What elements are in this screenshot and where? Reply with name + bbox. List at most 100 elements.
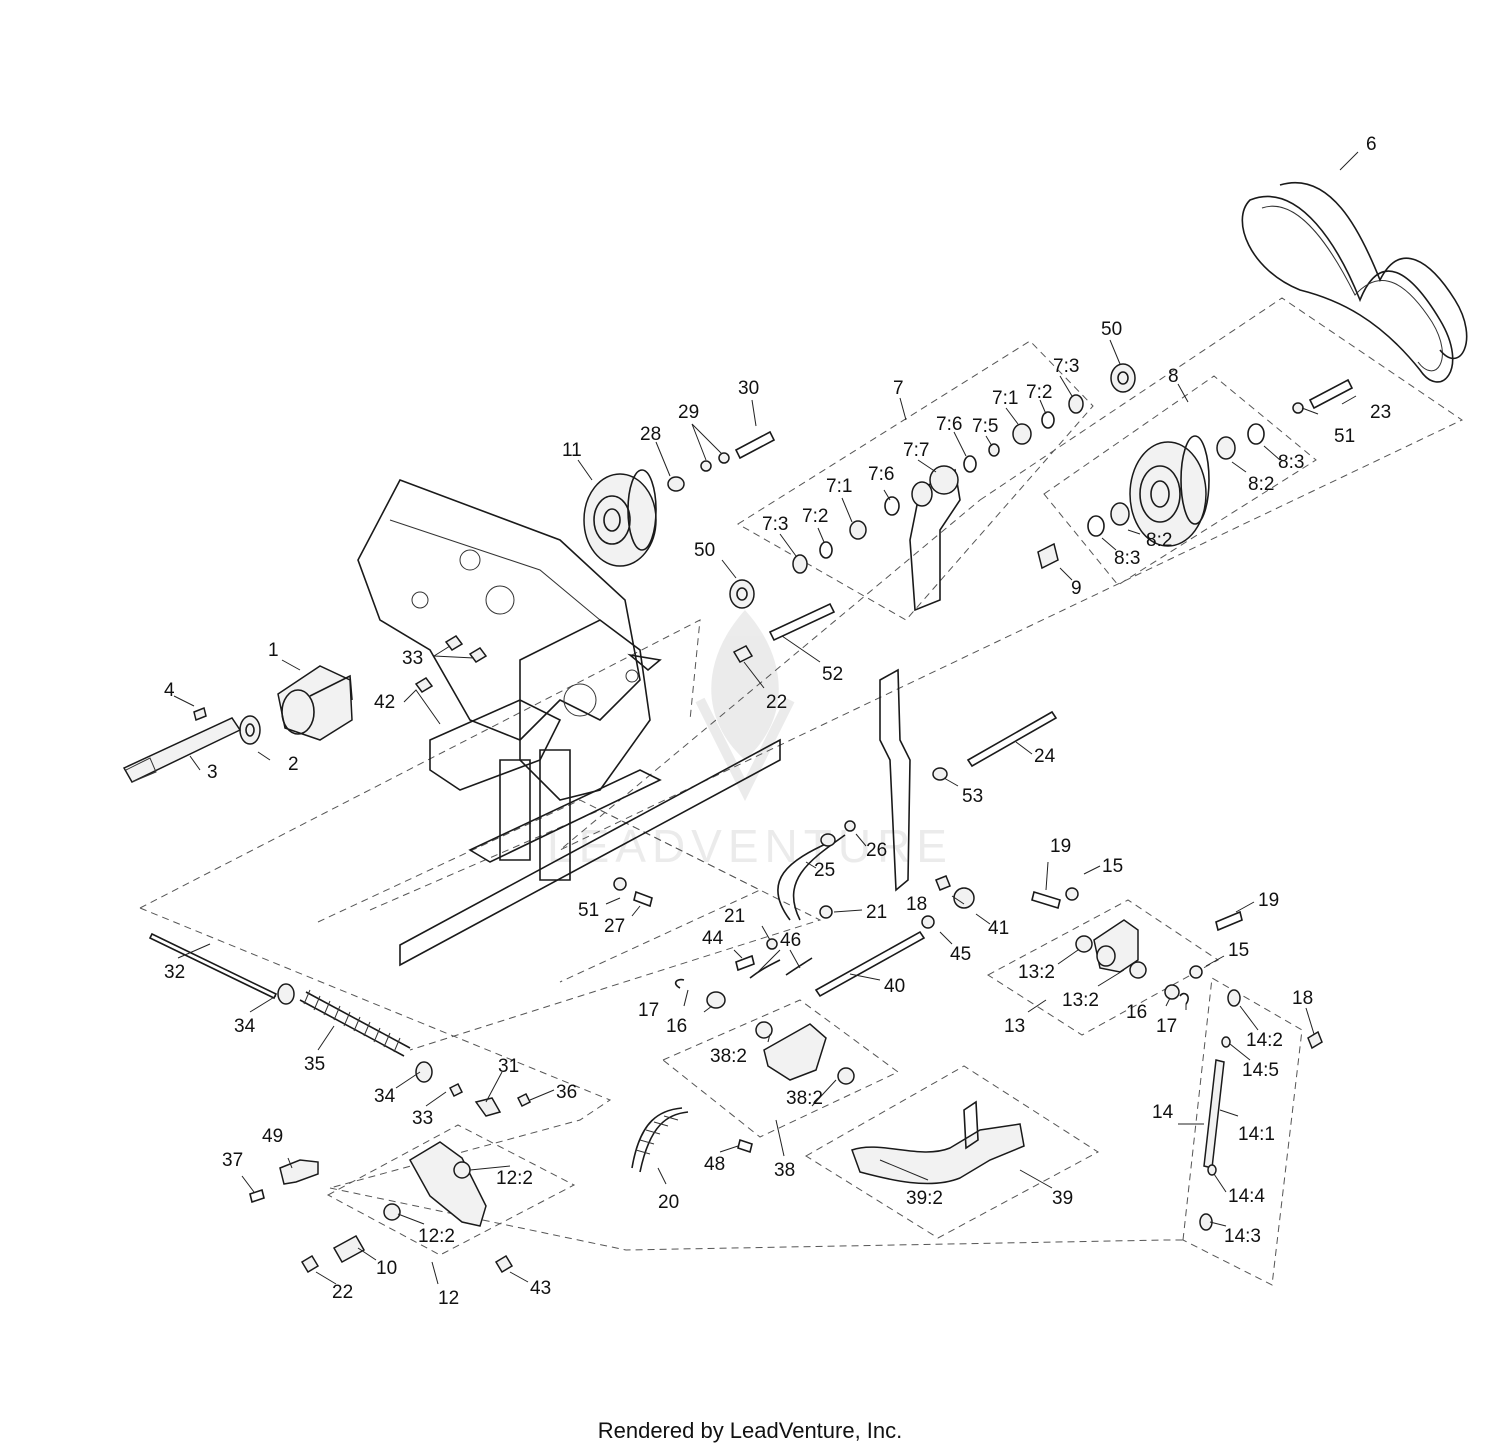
- callout-label[interactable]: 7:1: [826, 476, 852, 497]
- callout-label[interactable]: 33: [412, 1108, 433, 1129]
- callout-label[interactable]: 22: [766, 692, 787, 713]
- callout-label[interactable]: 12: [438, 1288, 459, 1309]
- callout-label[interactable]: 13: [1004, 1016, 1025, 1037]
- callout-label[interactable]: 8:2: [1146, 530, 1172, 551]
- pedal-39: [851, 1123, 1025, 1185]
- callout-label[interactable]: 18: [1292, 988, 1313, 1009]
- callout-label[interactable]: 18: [906, 894, 927, 915]
- callout-label[interactable]: 41: [988, 918, 1009, 939]
- bracket-12: [408, 1141, 487, 1227]
- callout-label[interactable]: 27: [604, 916, 625, 937]
- callout-label[interactable]: 8: [1168, 366, 1179, 387]
- callout-label[interactable]: 7: [893, 378, 904, 399]
- callout-label[interactable]: 7:2: [802, 506, 828, 527]
- callout-label[interactable]: 48: [704, 1154, 725, 1175]
- drive-belt: [1241, 182, 1468, 383]
- callout-label[interactable]: 16: [666, 1016, 687, 1037]
- callout-label[interactable]: 7:6: [936, 414, 962, 435]
- callout-label[interactable]: 9: [1071, 578, 1082, 599]
- callout-label[interactable]: 39:2: [906, 1188, 943, 1209]
- callout-label[interactable]: 7:6: [868, 464, 894, 485]
- callout-label[interactable]: 34: [234, 1016, 256, 1037]
- callout-label[interactable]: 50: [694, 540, 715, 561]
- callout-label[interactable]: 51: [1334, 426, 1355, 447]
- callout-label[interactable]: 44: [702, 928, 724, 949]
- callout-label[interactable]: 30: [738, 378, 759, 399]
- callout-label[interactable]: 12:2: [496, 1168, 533, 1189]
- callout-label[interactable]: 29: [678, 402, 699, 423]
- callout-label[interactable]: 3: [207, 762, 218, 783]
- frame-group-38: [662, 999, 899, 1138]
- callout-label[interactable]: 33: [402, 648, 423, 669]
- callout-label[interactable]: 20: [658, 1192, 679, 1213]
- callout-label[interactable]: 14:2: [1246, 1030, 1283, 1051]
- callout-label[interactable]: 34: [374, 1086, 396, 1107]
- callout-label[interactable]: 21: [866, 902, 887, 923]
- callout-label[interactable]: 1: [268, 640, 279, 661]
- callout-label[interactable]: 28: [640, 424, 661, 445]
- callout-label[interactable]: 49: [262, 1126, 283, 1147]
- callout-label[interactable]: 31: [498, 1056, 519, 1077]
- callout-label[interactable]: 19: [1258, 890, 1279, 911]
- callout-label[interactable]: 42: [374, 692, 395, 713]
- callout-label[interactable]: 6: [1366, 134, 1377, 155]
- callout-label[interactable]: 40: [884, 976, 905, 997]
- callout-label[interactable]: 7:7: [903, 440, 929, 461]
- callout-label[interactable]: 16: [1126, 1002, 1147, 1023]
- callout-label[interactable]: 45: [950, 944, 971, 965]
- frame-group-8: [1043, 375, 1317, 586]
- frame-group-7: [737, 340, 1094, 621]
- callout-label[interactable]: 43: [530, 1278, 551, 1299]
- callout-label[interactable]: 36: [556, 1082, 577, 1103]
- callout-label[interactable]: 12:2: [418, 1226, 455, 1247]
- callout-label[interactable]: 8:2: [1248, 474, 1274, 495]
- callout-label[interactable]: 7:3: [1053, 356, 1079, 377]
- callout-label[interactable]: 38:2: [710, 1046, 747, 1067]
- callout-label[interactable]: 14:3: [1224, 1226, 1261, 1247]
- callout-label[interactable]: 14:4: [1228, 1186, 1265, 1207]
- callout-label[interactable]: 24: [1034, 746, 1056, 767]
- frame-line-left: [139, 619, 701, 909]
- callout-label[interactable]: 23: [1370, 402, 1391, 423]
- callout-label[interactable]: 37: [222, 1150, 243, 1171]
- callout-label[interactable]: 46: [780, 930, 801, 951]
- callout-label[interactable]: 19: [1050, 836, 1071, 857]
- callout-label[interactable]: 21: [724, 906, 745, 927]
- callout-label[interactable]: 38: [774, 1160, 795, 1181]
- bearing-50-upper: [1110, 363, 1136, 393]
- callout-label[interactable]: 32: [164, 962, 185, 983]
- parts: [122, 363, 1354, 1274]
- callout-label[interactable]: 14:1: [1238, 1124, 1275, 1145]
- callout-label[interactable]: 50: [1101, 319, 1122, 340]
- callout-label[interactable]: 51: [578, 900, 599, 921]
- pulley-8: [1129, 441, 1207, 547]
- callout-label[interactable]: 7:5: [972, 416, 998, 437]
- callout-label[interactable]: 8:3: [1114, 548, 1140, 569]
- callout-label[interactable]: 22: [332, 1282, 353, 1303]
- callout-label[interactable]: 53: [962, 786, 983, 807]
- callout-label[interactable]: 7:1: [992, 388, 1018, 409]
- callout-label[interactable]: 13:2: [1018, 962, 1055, 983]
- callout-label[interactable]: 35: [304, 1054, 325, 1075]
- callout-label[interactable]: 25: [814, 860, 835, 881]
- callout-label[interactable]: 2: [288, 754, 299, 775]
- callout-label[interactable]: 38:2: [786, 1088, 823, 1109]
- callout-label[interactable]: 39: [1052, 1188, 1073, 1209]
- group-frames: [139, 297, 1464, 1286]
- callout-label[interactable]: 26: [866, 840, 887, 861]
- callout-label[interactable]: 10: [376, 1258, 397, 1279]
- callout-label[interactable]: 17: [1156, 1016, 1177, 1037]
- callout-label[interactable]: 15: [1102, 856, 1123, 877]
- callout-label[interactable]: 7:2: [1026, 382, 1052, 403]
- cable-25: [777, 841, 831, 921]
- callout-label[interactable]: 11: [562, 440, 582, 461]
- callout-label[interactable]: 13:2: [1062, 990, 1099, 1011]
- callout-label[interactable]: 7:3: [762, 514, 788, 535]
- callout-label[interactable]: 14: [1152, 1102, 1174, 1123]
- callout-label[interactable]: 17: [638, 1000, 659, 1021]
- callout-label[interactable]: 52: [822, 664, 843, 685]
- callout-label[interactable]: 4: [164, 680, 175, 701]
- callout-label[interactable]: 15: [1228, 940, 1249, 961]
- callout-label[interactable]: 8:3: [1278, 452, 1304, 473]
- callout-label[interactable]: 14:5: [1242, 1060, 1279, 1081]
